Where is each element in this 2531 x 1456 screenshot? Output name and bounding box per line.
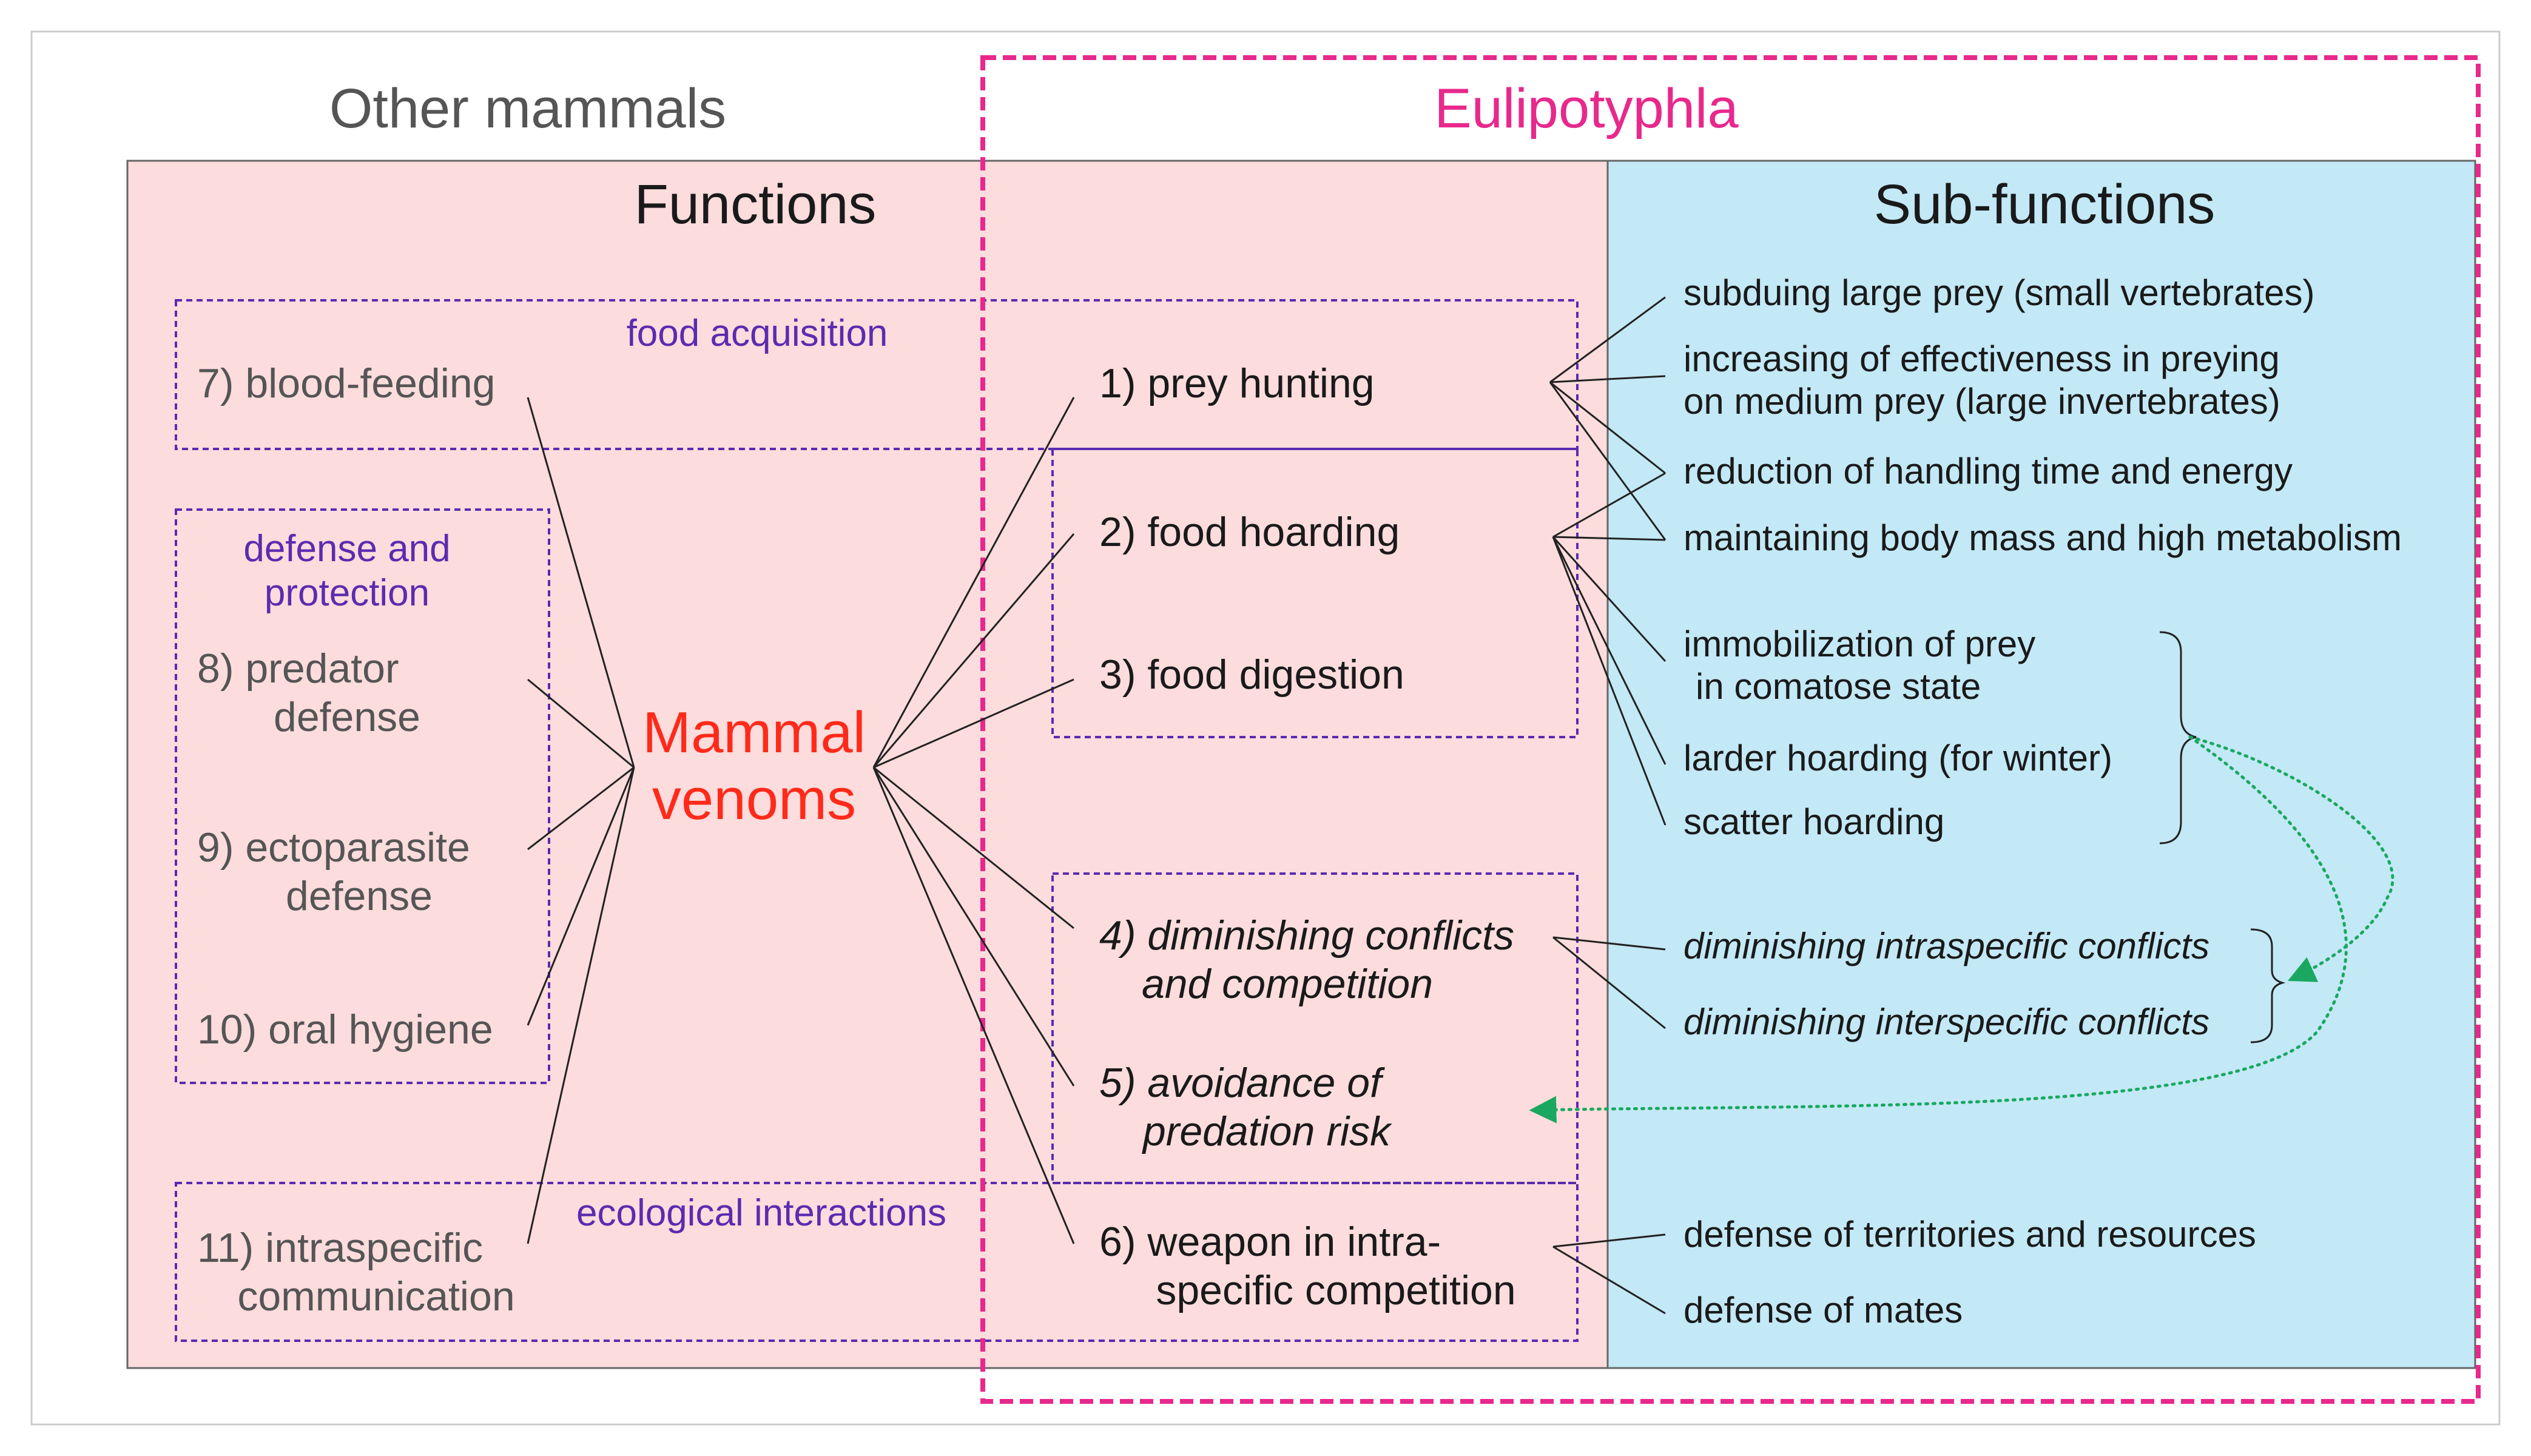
interaction-functions-box — [1051, 872, 1579, 1184]
functions-panel — [126, 160, 1609, 1369]
sub-function-11: defense of mates — [1683, 1290, 1963, 1330]
function-11-line2: communication — [237, 1273, 514, 1320]
right-functions: 1) prey hunting 2) food hoarding 3) food… — [1099, 360, 1516, 1313]
function-7: 7) blood-feeding — [197, 360, 495, 406]
function-3: 3) food digestion — [1099, 652, 1404, 698]
eulipotyphla-header: Eulipotyphla — [1434, 78, 1739, 140]
sub-function-4: maintaining body mass and high metabolis… — [1683, 517, 2402, 558]
sub-function-9: diminishing interspecific conflicts — [1683, 1002, 2209, 1042]
function-9-line2: defense — [286, 873, 433, 919]
function-9-line1: 9) ectoparasite — [197, 824, 470, 871]
sub-function-2-line1: increasing of effectiveness in preying — [1683, 339, 2280, 379]
function-6-line1: 6) weapon in intra- — [1099, 1219, 1441, 1265]
function-10: 10) oral hygiene — [197, 1006, 493, 1053]
sub-function-1: subduing large prey (small vertebrates) — [1683, 272, 2314, 313]
function-5-line2: predation risk — [1142, 1108, 1392, 1154]
function-4-line2: and competition — [1142, 961, 1433, 1007]
left-connectors — [527, 397, 635, 1244]
right-connectors — [872, 397, 1075, 1244]
function-5-line1: 5) avoidance of — [1099, 1060, 1385, 1106]
function-2: 2) food hoarding — [1099, 509, 1400, 555]
defense-label-line1: defense and — [243, 528, 450, 570]
brace-conflicts — [2250, 928, 2286, 1043]
green-arrow-to-conflicts — [2188, 735, 2395, 982]
function-4-line1: 4) diminishing conflicts — [1099, 912, 1514, 959]
sub-function-list: subduing large prey (small vertebrates) … — [1683, 272, 2402, 1330]
sub-functions-panel — [1606, 160, 2476, 1369]
brace-hoarding — [2159, 631, 2197, 844]
functions-header: Functions — [635, 174, 877, 235]
left-functions: 7) blood-feeding 8) predator defense 9) … — [197, 360, 515, 1320]
eulipotyphla-box — [980, 55, 2481, 1404]
function-6-line2: specific competition — [1156, 1267, 1515, 1313]
sub-functions-header: Sub-functions — [1874, 174, 2216, 235]
sub-function-5-line2: in comatose state — [1696, 666, 1981, 707]
defense-box — [175, 508, 550, 1084]
food-functions-box — [1051, 448, 1579, 738]
defense-label-line2: protection — [265, 572, 430, 614]
sub-function-2-line2: on medium prey (large invertebrates) — [1683, 381, 2280, 422]
green-arrow-to-predation — [1529, 735, 2348, 1124]
function-8-line1: 8) predator — [197, 645, 399, 692]
function-11-line1: 11) intraspecific — [197, 1225, 483, 1271]
food-acquisition-box — [175, 299, 1579, 450]
sub-function-10: defense of territories and resources — [1683, 1214, 2256, 1255]
sub-function-7: scatter hoarding — [1683, 801, 1944, 842]
sub-function-8: diminishing intraspecific conflicts — [1683, 926, 2209, 966]
food-acquisition-label: food acquisition — [627, 312, 888, 354]
sub-function-5-line1: immobilization of prey — [1683, 624, 2035, 664]
sub-function-3: reduction of handling time and energy — [1683, 451, 2293, 491]
other-mammals-header: Other mammals — [329, 78, 726, 140]
ecological-label: ecological interactions — [576, 1192, 946, 1234]
center-label-line2: venoms — [652, 767, 856, 832]
sub-function-6: larder hoarding (for winter) — [1683, 738, 2112, 778]
sub-connectors — [1549, 296, 1667, 1315]
function-1: 1) prey hunting — [1099, 360, 1375, 406]
center-label-line1: Mammal — [642, 700, 866, 765]
function-8-line2: defense — [274, 694, 420, 740]
